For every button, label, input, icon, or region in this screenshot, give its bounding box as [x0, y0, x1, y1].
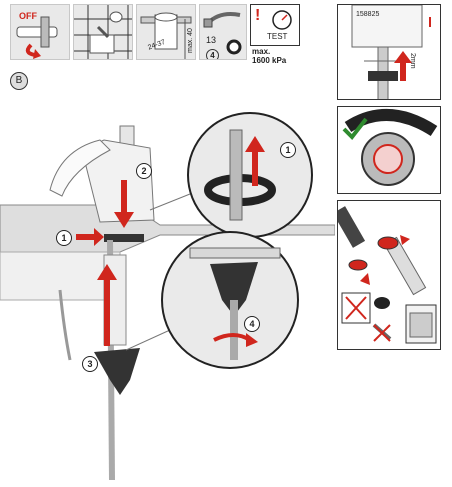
mounting-nut	[94, 348, 140, 395]
wrench-panel: 13 4	[199, 4, 247, 60]
drain-tile-illustration	[74, 5, 132, 59]
pressure-gauge-icon	[272, 10, 292, 30]
faucet-lever	[49, 139, 111, 197]
drain-panel	[73, 4, 133, 60]
test-panel: ! TEST	[250, 4, 300, 46]
test-label: TEST	[267, 32, 288, 41]
section-badge: B	[10, 72, 28, 90]
callout-step-1: 1	[56, 230, 72, 246]
pressure-label-line2: 1600 kPa	[252, 56, 287, 65]
dimension-panel: 24-37 max. 40	[136, 4, 196, 60]
check-icon	[342, 117, 368, 141]
callout-step-3: 3	[82, 356, 98, 372]
red-arrow-up	[104, 276, 110, 346]
wrench-size-label: 13	[206, 35, 217, 45]
warning-exclamation-icon: !	[255, 7, 261, 24]
right-panel-check	[337, 106, 441, 194]
callout-zoom-1: 1	[280, 142, 296, 158]
mounting-ring	[104, 234, 144, 242]
red-arrow-icon	[25, 43, 36, 57]
seal-ring-icon	[226, 39, 242, 55]
step-4-badge: 4	[206, 49, 219, 59]
callout-step-4: 4	[244, 316, 260, 332]
hose-fitting-illustration	[342, 109, 438, 186]
gap-label: 2mm	[409, 53, 416, 69]
right-panel-aerator	[337, 200, 441, 350]
off-label: OFF	[19, 11, 37, 21]
hole-dimension-illustration	[140, 12, 192, 59]
part-number: 158825	[356, 11, 380, 18]
off-valve-illustration	[16, 16, 58, 59]
right-panel-gap: 158825 2mm	[337, 4, 441, 100]
pressure-label-line1: max.	[252, 47, 271, 56]
off-panel: OFF	[10, 4, 70, 60]
red-arrow-right	[76, 234, 96, 240]
red-arrow-down	[121, 180, 127, 216]
aerator-illustration	[338, 206, 437, 344]
gap-measure-illustration	[351, 5, 431, 99]
hose-illustration	[203, 12, 242, 55]
callout-step-2: 2	[136, 163, 152, 179]
main-installation-illustration	[0, 112, 335, 481]
